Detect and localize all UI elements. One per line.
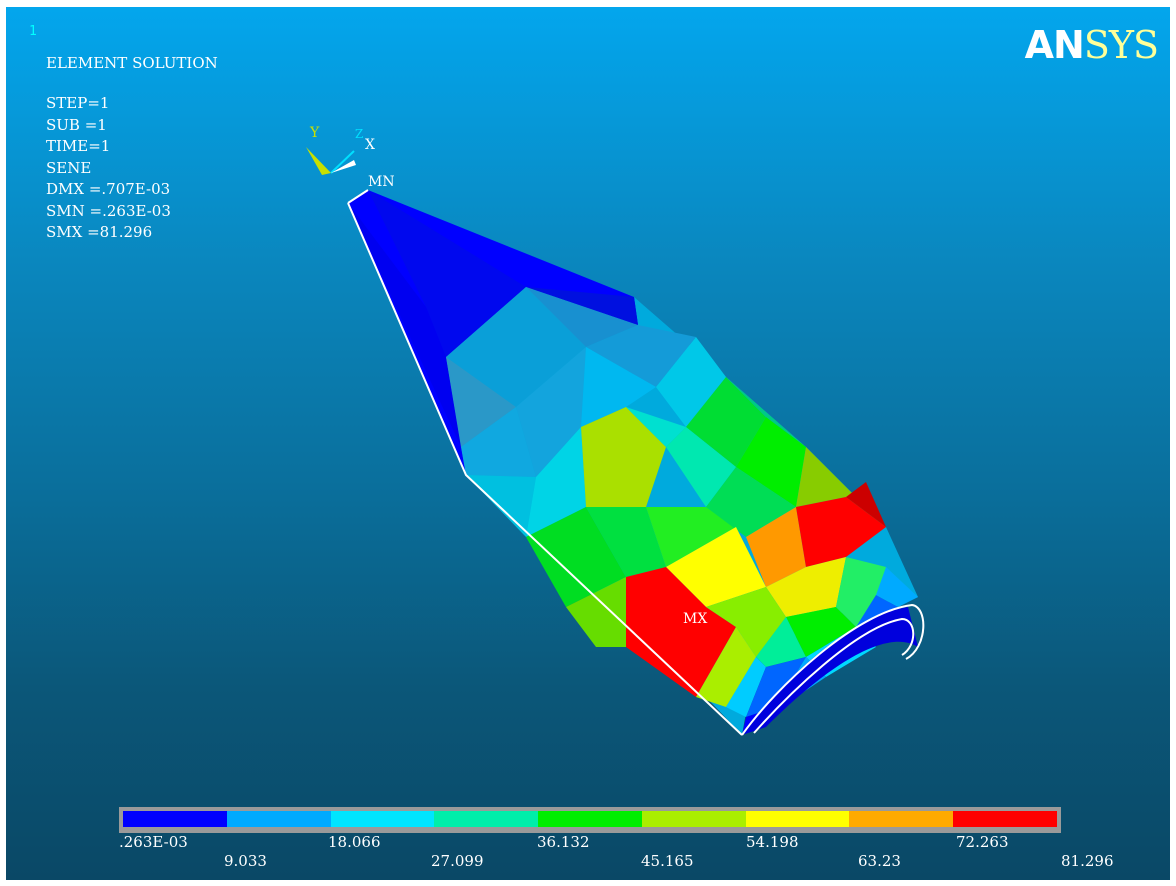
plot-title: ELEMENT SOLUTION: [46, 54, 218, 72]
info-step: STEP=1: [46, 94, 110, 112]
legend-swatch: [849, 811, 954, 827]
graphics-viewport[interactable]: Y Z X MN MX 1 ELEMENT SOLUTION STEP=1 SU…: [6, 7, 1170, 880]
info-time: TIME=1: [46, 137, 111, 155]
model-plot: Y Z X MN MX: [306, 125, 925, 736]
info-smx: SMX =81.296: [46, 223, 153, 241]
legend-swatch: [226, 811, 331, 827]
min-marker: MN: [368, 174, 395, 190]
legend-tick-label: 9.033: [224, 852, 267, 870]
legend-tick-label: 36.132: [537, 833, 590, 851]
legend-swatch: [538, 811, 642, 827]
max-marker: MX: [683, 611, 707, 627]
ansys-logo: ANSYS: [1024, 23, 1159, 67]
contour-legend: [119, 807, 1061, 833]
legend-tick-label: 27.099: [431, 852, 484, 870]
legend-swatch: [434, 811, 539, 827]
legend-swatch: [953, 811, 1058, 827]
window-number: 1: [29, 24, 37, 39]
legend-swatches: [123, 811, 1058, 827]
legend-tick-label: .263E-03: [119, 833, 188, 851]
legend-swatch: [641, 811, 746, 827]
info-result-label: SENE: [46, 158, 92, 177]
legend-tick-label: 18.066: [328, 833, 381, 851]
shell-outline: [347, 189, 925, 736]
legend-tick-label: 81.296: [1061, 852, 1114, 870]
legend-swatch: [745, 811, 850, 827]
legend-tick-label: 72.263: [956, 833, 1009, 851]
contoured-shell: [348, 190, 918, 735]
solution-info: STEP=1 SUB =1 TIME=1 SENE DMX =.707E-03 …: [46, 93, 171, 244]
info-substep: SUB =1: [46, 115, 107, 134]
legend-tick-label: 63.23: [858, 852, 901, 870]
legend-swatch: [330, 811, 435, 827]
info-smn: SMN =.263E-03: [46, 201, 171, 220]
axis-triad: Y Z X: [306, 125, 375, 175]
legend-tick-label: 54.198: [746, 833, 799, 851]
triad-x-label: X: [365, 137, 375, 153]
legend-tick-label: 45.165: [641, 852, 694, 870]
info-dmx: DMX =.707E-03: [46, 180, 171, 198]
legend-swatch: [123, 811, 227, 827]
triad-z-label: Z: [355, 127, 363, 141]
triad-y-label: Y: [309, 125, 320, 141]
